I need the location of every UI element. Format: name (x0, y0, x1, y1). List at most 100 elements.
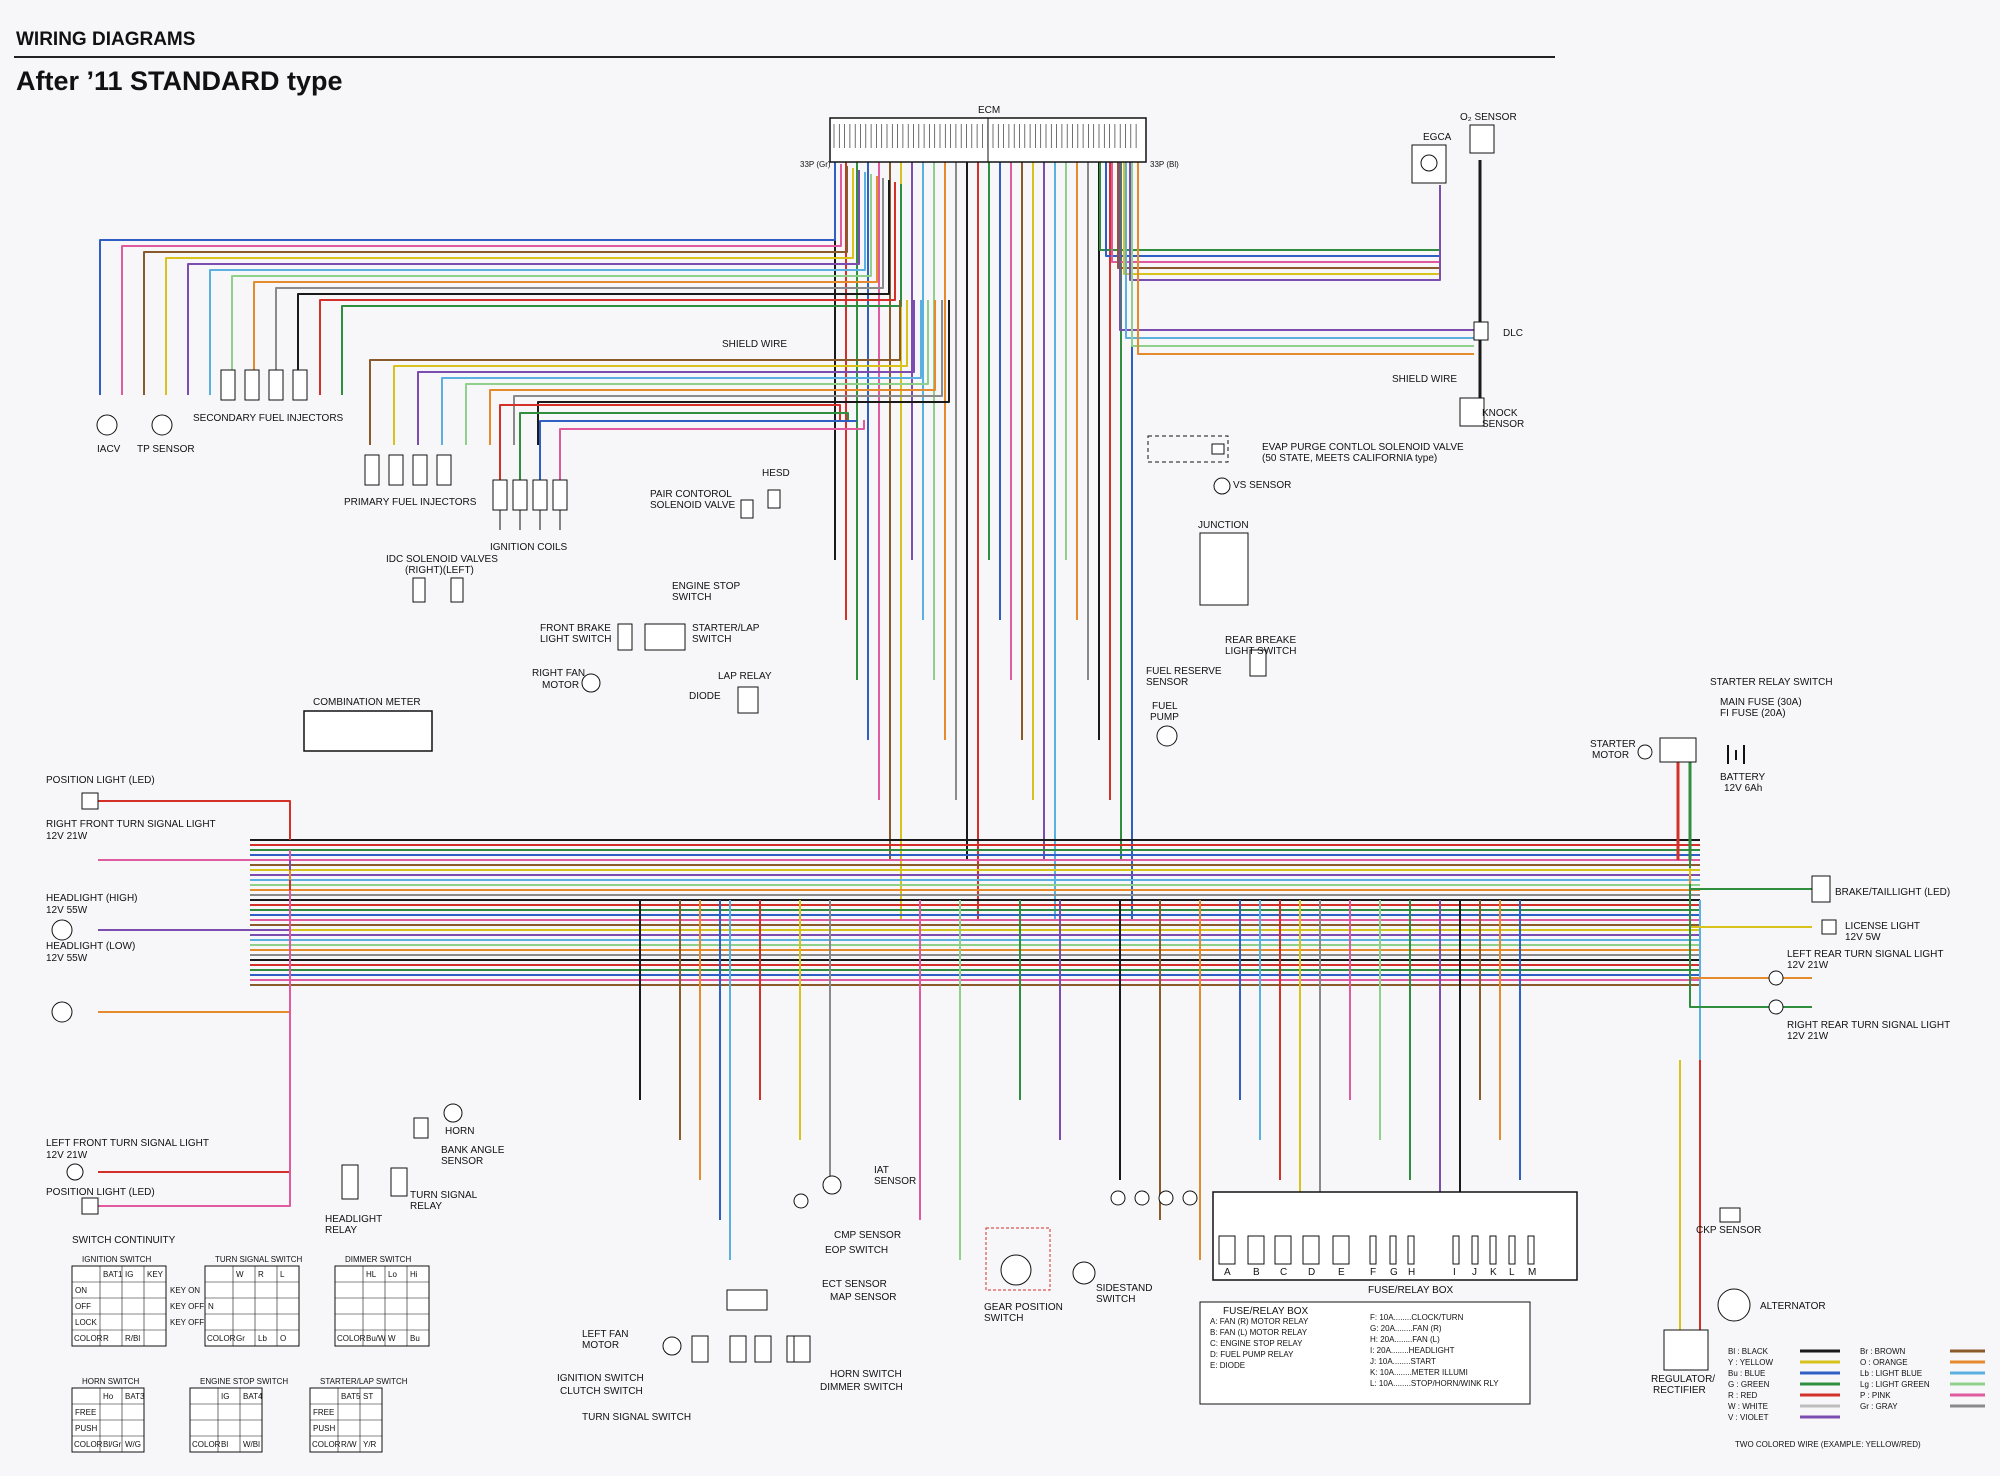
continuity-color-value: Bl (221, 1440, 228, 1449)
ignition-coil-icon (552, 479, 568, 511)
egca-label: EGCA (1423, 132, 1452, 143)
headlight-relay-label-2: RELAY (325, 1225, 357, 1236)
continuity-table-title: ENGINE STOP SWITCH (200, 1377, 288, 1386)
idc-valve-left (450, 577, 464, 603)
egca-motor-icon (1420, 154, 1438, 172)
continuity-col-header: R (258, 1270, 264, 1279)
fuse-legend-right-0: F: 10A........CLOCK/TURN (1370, 1313, 1464, 1322)
continuity-col-header: IG (221, 1392, 229, 1401)
ecm-pins (833, 124, 1137, 148)
evap-junction-group: EVAP PURGE CONTLOL SOLENOID VALVE (50 ST… (1147, 435, 1464, 606)
regulator-label-2: RECTIFIER (1653, 1385, 1706, 1396)
injector-harness-wire (393, 300, 908, 445)
continuity-color-value: W/G (125, 1440, 141, 1449)
fuse-legend-right-1: G: 20A........FAN (R) (1370, 1324, 1442, 1333)
junction-label: JUNCTION (1198, 520, 1249, 531)
position-light-bottom-icon (81, 1197, 99, 1215)
bank-angle-sensor-icon (413, 1117, 429, 1139)
continuity-col-header: Ho (103, 1392, 114, 1401)
fuse-slot (1452, 1235, 1460, 1265)
position-light-top-label: POSITION LIGHT (LED) (46, 775, 155, 786)
intake-harness-wire (231, 174, 872, 395)
combination-meter: COMBINATION METER (303, 697, 433, 752)
continuity-extra-label: KEY OFF LOCK (170, 1318, 229, 1327)
fuse-letter: M (1528, 1267, 1536, 1278)
switch-continuity-title: SWITCH CONTINUITY (72, 1235, 176, 1246)
injector-harness-wire (441, 300, 922, 445)
fuse-slot (1407, 1235, 1415, 1265)
fuse-letter: K (1490, 1267, 1497, 1278)
continuity-color-value: Bu (410, 1334, 420, 1343)
ignition-switch-box (691, 1335, 709, 1363)
fuse-area-sensor-icon (1110, 1190, 1126, 1206)
alternator-label: ALTERNATOR (1760, 1301, 1826, 1312)
turn-signal-switch-label: TURN SIGNAL SWITCH (582, 1412, 691, 1423)
ignition-coils (492, 479, 568, 530)
hl-high-label-1: HEADLIGHT (HIGH) (46, 893, 138, 904)
color-legend-left-item: G : GREEN (1728, 1380, 1770, 1389)
injector-harness-wire (537, 300, 950, 445)
headlight-low-icon (51, 1001, 73, 1023)
starter-battery-group: STARTER RELAY SWITCH MAIN FUSE (30A) FI … (1590, 677, 1833, 794)
ignition-coil-icon (532, 479, 548, 511)
turn-relay-label-1: TURN SIGNAL (410, 1190, 478, 1201)
continuity-table-frame (334, 1265, 430, 1347)
primary-injector-icon (388, 454, 404, 486)
front-lighting: POSITION LIGHT (LED) RIGHT FRONT TURN SI… (46, 775, 216, 1215)
color-legend-right-item: P : PINK (1860, 1391, 1891, 1400)
fi-fuse-label: FI FUSE (20A) (1720, 708, 1786, 719)
lap-relay-box (737, 686, 759, 714)
intake-harness-wire (187, 170, 860, 395)
dlc-harness-wire (1125, 162, 1474, 339)
secondary-injector-icon (244, 369, 260, 401)
continuity-color-label: COLOR (74, 1334, 103, 1343)
fuse-slots (1218, 1235, 1535, 1265)
license-light-label-1: LICENSE LIGHT (1845, 921, 1920, 932)
ecm-connector-gr: 33P (Gr) (800, 160, 831, 169)
injector-harness-wire (417, 300, 915, 445)
continuity-table-title: DIMMER SWITCH (345, 1255, 411, 1264)
sidestand-switch-icon (1072, 1261, 1096, 1285)
relay-slot (1247, 1235, 1265, 1265)
continuity-col-header: HL (366, 1270, 377, 1279)
continuity-col-header: BAT4 (243, 1392, 263, 1401)
combination-meter-box (303, 710, 433, 752)
dimmer-switch-label: DIMMER SWITCH (820, 1382, 903, 1393)
ect-sensor-label: ECT SENSOR (822, 1279, 887, 1290)
engine-stop-label-2: SWITCH (672, 592, 711, 603)
color-legend-right-item: Gr : GRAY (1860, 1402, 1898, 1411)
continuity-color-value: W/Bl (243, 1440, 260, 1449)
intake-harness-wire (121, 164, 842, 395)
shield-wire-left-label: SHIELD WIRE (722, 339, 787, 350)
vs-sensor-icon (1213, 477, 1231, 495)
continuity-color-value: R/W (341, 1440, 357, 1449)
lr-turn-icon (1768, 970, 1784, 986)
injector-harness-wire (465, 300, 929, 445)
continuity-table-title: HORN SWITCH (82, 1377, 140, 1386)
battery-label-1: BATTERY (1720, 772, 1766, 783)
starter-relay-box (1659, 737, 1697, 763)
left-fan-label-1: LEFT FAN (582, 1329, 629, 1340)
egca-box (1411, 144, 1447, 184)
regulator-label-1: REGULATOR/ (1651, 1374, 1715, 1385)
headlight-relay-box (341, 1164, 359, 1200)
fuse-letter: G (1390, 1267, 1398, 1278)
continuity-col-header: ST (363, 1392, 373, 1401)
primary-injector-icon (364, 454, 380, 486)
primary-injector-icon (412, 454, 428, 486)
continuity-color-value: Lb (258, 1334, 267, 1343)
fuse-legend-left-0: A: FAN (R) MOTOR RELAY (1210, 1317, 1309, 1326)
turn-signal-relay-box (390, 1167, 408, 1197)
fuse-legend: FUSE/RELAY BOX A: FAN (R) MOTOR RELAY B:… (1199, 1301, 1531, 1405)
turn-relay-label-2: RELAY (410, 1201, 442, 1212)
left-switch-housing: LEFT FAN MOTOR IGNITION SWITCH CLUTCH SW… (557, 1289, 903, 1423)
starter-lap-label-2: SWITCH (692, 634, 731, 645)
iacv-icon (96, 414, 118, 436)
pair-valve-label-2: SOLENOID VALVE (650, 500, 736, 511)
fuse-letter: I (1453, 1267, 1456, 1278)
relay-slot (1332, 1235, 1350, 1265)
coil-harness-wire (539, 420, 857, 480)
